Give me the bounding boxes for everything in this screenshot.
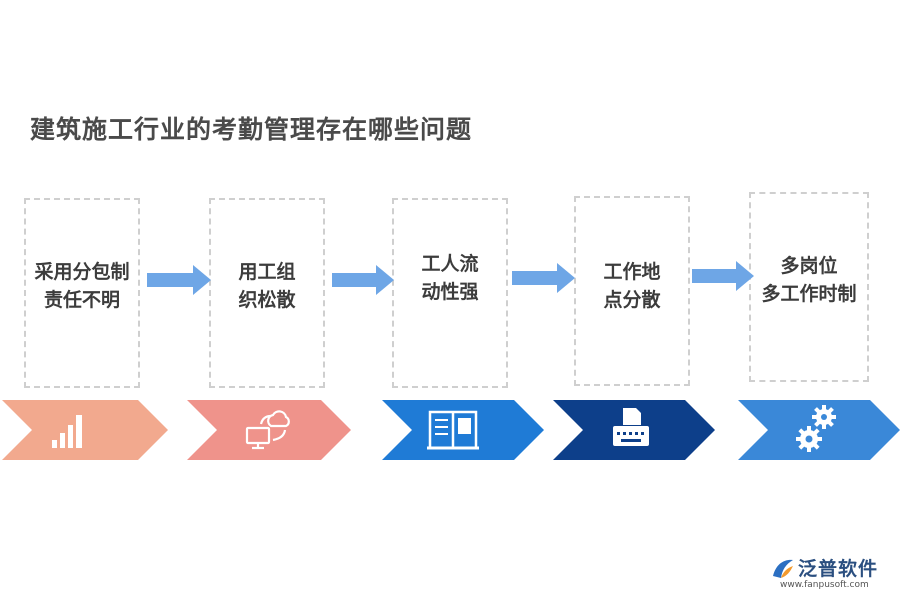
step-text-4: 工作地 点分散 xyxy=(576,258,688,314)
arrow-icon xyxy=(512,263,575,293)
step-box-4: 工作地 点分散 xyxy=(574,196,690,386)
step-box-3: 工人流 动性强 xyxy=(392,198,508,388)
logo-text: 泛普软件 xyxy=(798,558,879,580)
step-1-line-1: 采用分包制 xyxy=(34,261,130,283)
arrow-icon xyxy=(332,265,394,295)
step-2-line-1: 用工组 xyxy=(238,261,296,283)
step-box-5: 多岗位 多工作时制 xyxy=(749,192,869,382)
step-4-line-2: 点分散 xyxy=(603,289,661,311)
brand-logo: 泛普软件 www.fanpusoft.com xyxy=(770,556,895,600)
step-3-line-2: 动性强 xyxy=(421,281,479,303)
step-3-line-1: 工人流 xyxy=(421,253,479,275)
step-5-line-1: 多岗位 xyxy=(780,255,838,277)
step-4-line-1: 工作地 xyxy=(603,261,661,283)
step-text-3: 工人流 动性强 xyxy=(394,250,506,306)
gears-icon xyxy=(796,405,836,452)
cloud-computer-icon xyxy=(245,410,290,450)
chevron-1 xyxy=(2,400,168,460)
page-title: 建筑施工行业的考勤管理存在哪些问题 xyxy=(30,115,473,144)
book-icon xyxy=(427,410,479,450)
step-1-line-2: 责任不明 xyxy=(43,289,120,311)
step-text-1: 采用分包制 责任不明 xyxy=(26,258,138,314)
chevron-2 xyxy=(187,400,351,460)
chevron-5 xyxy=(738,400,900,460)
step-5-line-2: 多工作时制 xyxy=(761,283,857,305)
logo-icon xyxy=(773,559,793,578)
arrow-icon xyxy=(147,265,211,295)
chevron-4 xyxy=(553,400,715,460)
chevron-3 xyxy=(382,400,544,460)
step-box-2: 用工组 织松散 xyxy=(209,198,325,388)
signal-bars-icon xyxy=(52,415,82,448)
step-text-5: 多岗位 多工作时制 xyxy=(751,252,867,308)
arrow-icon xyxy=(692,261,754,291)
step-box-1: 采用分包制 责任不明 xyxy=(24,198,140,388)
step-2-line-2: 织松散 xyxy=(238,289,296,311)
typewriter-icon xyxy=(613,408,649,446)
step-text-2: 用工组 织松散 xyxy=(211,258,323,314)
logo-url: www.fanpusoft.com xyxy=(780,580,869,590)
